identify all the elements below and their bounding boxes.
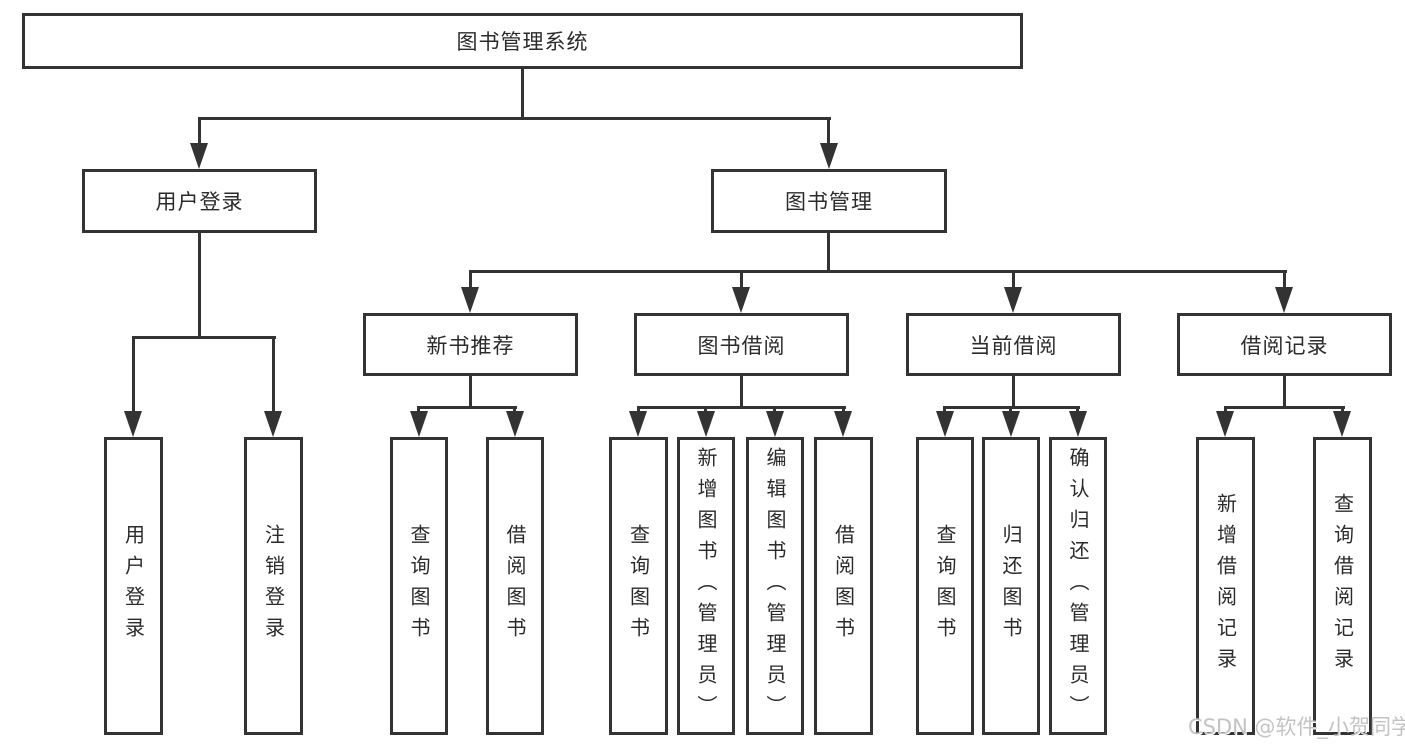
- edge-line: [740, 376, 743, 408]
- leaf-label: 查询图书: [933, 524, 957, 648]
- arrowhead-down-icon: [834, 411, 852, 437]
- edge-line: [132, 336, 276, 339]
- leaf-label: 用户登录: [121, 524, 146, 648]
- edge-line: [1012, 376, 1015, 408]
- edge-line: [521, 69, 524, 117]
- leaf-query-borrow-record: 查询借阅记录: [1313, 437, 1372, 735]
- arrowhead-down-icon: [732, 287, 750, 313]
- arrowhead-down-icon: [936, 411, 954, 437]
- arrowhead-down-icon: [461, 287, 479, 313]
- arrowhead-down-icon: [1004, 287, 1022, 313]
- node-book-management: 图书管理: [711, 169, 947, 233]
- edge-line: [637, 406, 846, 409]
- arrowhead-down-icon: [766, 411, 784, 437]
- leaf-label: 确认归还（管理员）: [1066, 446, 1090, 726]
- edge-line: [1283, 376, 1286, 408]
- arrowhead-down-icon: [1333, 411, 1351, 437]
- arrowhead-down-icon: [820, 143, 838, 169]
- edge-line: [740, 270, 743, 292]
- arrowhead-down-icon: [629, 411, 647, 437]
- arrowhead-down-icon: [1275, 287, 1293, 313]
- leaf-query-books: 查询图书: [916, 437, 974, 735]
- edge-line: [469, 376, 472, 408]
- node-book-borrow: 图书借阅: [634, 313, 849, 376]
- arrowhead-down-icon: [190, 143, 208, 169]
- leaf-label: 新增图书（管理员）: [694, 446, 718, 726]
- arrowhead-down-icon: [410, 411, 428, 437]
- edge-line: [1012, 270, 1015, 292]
- leaf-label: 查询借阅记录: [1330, 493, 1355, 679]
- leaf-label: 注销登录: [261, 524, 286, 648]
- edge-line: [827, 117, 830, 145]
- edge-line: [132, 336, 135, 416]
- edge-line: [469, 270, 1287, 273]
- leaf-logout: 注销登录: [244, 437, 303, 735]
- edge-line: [198, 117, 201, 145]
- leaf-add-borrow-record: 新增借阅记录: [1196, 437, 1255, 735]
- node-root: 图书管理系统: [22, 13, 1023, 69]
- node-current-borrow: 当前借阅: [906, 313, 1121, 376]
- leaf-add-books-admin: 新增图书（管理员）: [677, 437, 735, 735]
- arrowhead-down-icon: [506, 411, 524, 437]
- leaf-borrow-books: 借阅图书: [814, 437, 873, 735]
- leaf-confirm-return-admin: 确认归还（管理员）: [1049, 437, 1107, 735]
- edge-line: [272, 336, 275, 416]
- leaf-return-books: 归还图书: [982, 437, 1040, 735]
- leaf-label: 编辑图书（管理员）: [763, 446, 787, 726]
- leaf-edit-books-admin: 编辑图书（管理员）: [746, 437, 804, 735]
- arrowhead-down-icon: [1216, 411, 1234, 437]
- edge-line: [827, 233, 830, 272]
- leaf-label: 借阅图书: [831, 524, 856, 648]
- node-borrow-records: 借阅记录: [1177, 313, 1392, 376]
- leaf-query-books: 查询图书: [609, 437, 668, 735]
- edge-line: [417, 406, 517, 409]
- arrowhead-down-icon: [1002, 411, 1020, 437]
- arrowhead-down-icon: [124, 411, 142, 437]
- node-new-book-recommend: 新书推荐: [363, 313, 578, 376]
- arrowhead-down-icon: [697, 411, 715, 437]
- leaf-query-books: 查询图书: [390, 437, 448, 735]
- leaf-label: 归还图书: [999, 524, 1023, 648]
- edge-line: [1224, 406, 1345, 409]
- edge-line: [198, 233, 201, 337]
- edge-line: [469, 270, 472, 292]
- arrowhead-down-icon: [1069, 411, 1087, 437]
- edge-line: [198, 117, 831, 120]
- csdn-watermark: CSDN @软件_小贺同学: [1188, 715, 1405, 739]
- node-user-login: 用户登录: [82, 169, 317, 233]
- leaf-label: 查询图书: [626, 524, 651, 648]
- edge-line: [1283, 270, 1286, 292]
- arrowhead-down-icon: [264, 411, 282, 437]
- leaf-borrow-books: 借阅图书: [486, 437, 544, 735]
- leaf-user-login: 用户登录: [104, 437, 163, 735]
- leaf-label: 借阅图书: [503, 524, 527, 648]
- leaf-label: 新增借阅记录: [1213, 493, 1238, 679]
- leaf-label: 查询图书: [407, 524, 431, 648]
